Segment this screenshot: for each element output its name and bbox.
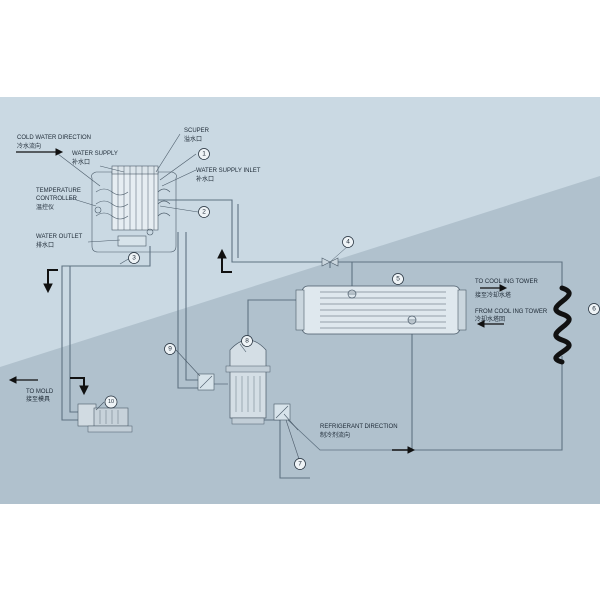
marker-10-label: 10: [108, 399, 114, 405]
scuper-label: SCUPER: [184, 128, 210, 134]
marker-3-label: 3: [132, 255, 136, 262]
expansion-valve-9: [197, 373, 215, 391]
marker-7: 7: [294, 458, 306, 470]
arrow-up-left: [221, 256, 232, 273]
number-markers: 1 2 3 4 5 6 7 8 9 10: [104, 148, 600, 470]
cooling-tower-coil: [553, 285, 572, 365]
cold-water-direction-cn-label: 冷水流向: [17, 142, 41, 150]
arrow-pump-up: [70, 377, 85, 386]
water-outlet-cn-label: 排水口: [36, 241, 54, 249]
marker-5-label: 5: [396, 276, 400, 283]
marker-4: 4: [342, 236, 354, 248]
water-supply-inlet-cn-label: 补水口: [196, 175, 214, 183]
marker-1: 1: [198, 148, 210, 160]
refrigerant-direction-cn-label: 制冷剂流向: [320, 431, 350, 439]
from-cooling-tower-label: FROM COOL ING TOWER: [475, 309, 548, 315]
to-mold-label: TO MOLD: [26, 389, 54, 395]
marker-7-label: 7: [298, 461, 302, 468]
condenser: [295, 285, 467, 335]
marker-9-label: 9: [168, 346, 172, 353]
expansion-valve-7: [273, 403, 291, 421]
diagram-panel-light-band: [0, 97, 600, 367]
marker-6: 6: [588, 303, 600, 315]
marker-9: 9: [164, 343, 176, 355]
marker-2-label: 2: [202, 209, 206, 216]
pipes: [61, 199, 563, 479]
refrigerant-direction-label: REFRIGERANT DIRECTION: [320, 424, 398, 430]
water-supply-cn-label: 补水口: [72, 158, 90, 166]
marker-8-label: 8: [245, 338, 249, 345]
marker-5: 5: [392, 273, 404, 285]
valve-4: [321, 245, 349, 267]
marker-6-label: 6: [592, 306, 596, 313]
marker-2: 2: [198, 206, 210, 218]
controller-label: CONTROLLER: [36, 196, 78, 202]
marker-8: 8: [241, 335, 253, 347]
marker-3: 3: [128, 252, 140, 264]
marker-1-label: 1: [202, 151, 206, 158]
water-outlet-label: WATER OUTLET: [36, 234, 83, 240]
water-supply-inlet-label: WATER SUPPLY INLET: [196, 168, 261, 174]
temperature-controller-cn-label: 温控仪: [36, 203, 54, 211]
water-supply-label: WATER SUPPLY: [72, 151, 118, 157]
to-cooling-tower-label: TO COOL ING TOWER: [475, 279, 538, 285]
cold-water-direction-label: COLD WATER DIRECTION: [17, 135, 91, 141]
marker-4-label: 4: [346, 239, 350, 246]
marker-10: 10: [104, 395, 118, 409]
water-pump: [77, 403, 133, 433]
to-mold-cn-label: 接至模具: [26, 395, 50, 403]
temperature-label: TEMPERATURE: [36, 188, 81, 194]
arrow-tank-out: [47, 269, 58, 284]
compressor: [225, 339, 271, 425]
flow-arrows: [8, 148, 508, 454]
water-tank: [91, 165, 177, 253]
labels: COLD WATER DIRECTION 冷水流向 WATER SUPPLY 补…: [17, 128, 548, 439]
leader-lines: [57, 133, 301, 463]
scuper-cn-label: 溢水口: [184, 135, 202, 143]
to-cooling-tower-cn-label: 接至冷却水塔: [475, 291, 511, 299]
from-cooling-tower-cn-label: 冷却水塔回: [475, 315, 505, 323]
